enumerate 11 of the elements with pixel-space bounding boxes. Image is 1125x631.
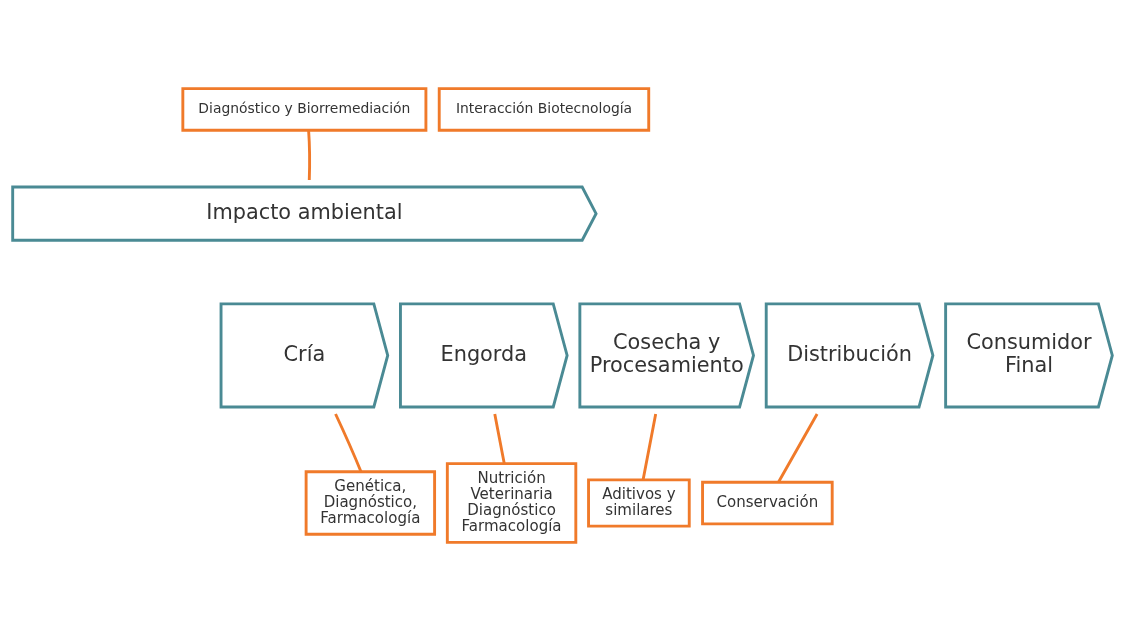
connector [777, 413, 819, 483]
node-box: Nutrición Veterinaria Diagnóstico Farmacología [445, 462, 578, 544]
connector [307, 130, 312, 180]
connector [493, 413, 506, 464]
connector [641, 413, 658, 480]
node-box: Diagnóstico y Biorremediación [181, 87, 428, 132]
node-box: Aditivos y similares [587, 478, 691, 528]
node-box: Conservación [701, 480, 834, 526]
node-box: Genética, Diagnóstico, Farmacología [304, 470, 437, 536]
connector [334, 413, 363, 473]
node-box: Interacción Biotecnología [437, 87, 651, 132]
